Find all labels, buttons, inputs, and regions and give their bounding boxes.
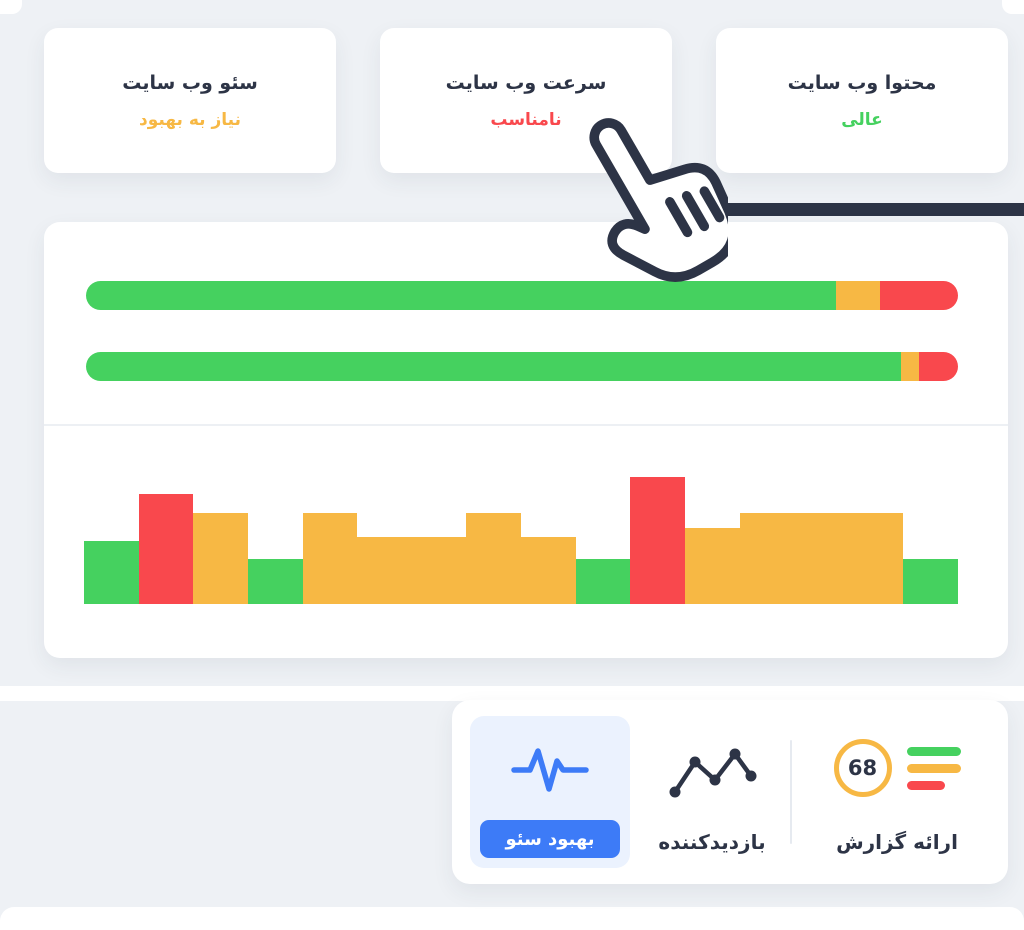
chart-bar [302,513,358,604]
chart-bar [247,559,303,604]
status-card-content[interactable]: محتوا وب سایت عالی [716,28,1008,173]
panel-divider [44,424,1008,426]
chart-bar [794,513,849,604]
chart-bar [84,541,139,604]
status-card-title: سئو وب سایت [122,71,258,94]
progress-segment-good [86,352,902,381]
tab-report[interactable]: 68 ارائه گزارش [792,716,1002,868]
visitors-label: بازدیدکننده [658,830,766,854]
progress-segment-warning [835,281,880,310]
analysis-panel [44,222,1008,658]
tab-seo-improvement[interactable]: بهبود سئو [470,716,630,868]
chart-bar [575,559,631,604]
bottom-nav: بهبود سئو بازدیدکننده 68 ارائه گزارش [452,700,1008,884]
chart-bar [521,537,576,604]
progress-bar-bottom [86,352,958,381]
dot-line-chart-icon [669,748,757,798]
chart-bar [903,559,958,604]
chart-bar [466,513,521,604]
line-orange [906,763,961,773]
background-strip-lower [0,907,1024,930]
tab-visitors[interactable]: بازدیدکننده [644,716,780,868]
status-badge: نیاز به بهبود [139,109,241,130]
report-score-icon: 68 [792,738,1002,798]
progress-segment-bad [918,352,958,381]
chart-bar [357,537,412,604]
chart-bar [138,494,194,604]
status-card-speed[interactable]: سرعت وب سایت نامناسب [380,28,672,173]
chart-bar [411,537,467,604]
pulse-icon [511,748,589,792]
status-card-seo[interactable]: سئو وب سایت نیاز به بهبود [44,28,336,173]
progress-segment-good [86,281,836,310]
score-badge: 68 [833,739,892,797]
status-badge: عالی [841,109,883,130]
progress-segment-bad [879,281,958,310]
report-lines-icon [906,746,961,790]
bg-card-fragment-right [1002,0,1024,14]
chart-bar [848,513,904,604]
status-badge: نامناسب [490,109,562,130]
nav-divider [790,740,792,844]
seo-tab-label[interactable]: بهبود سئو [480,820,620,858]
background-strip-upper [0,686,1024,701]
progress-bar-top [86,281,958,310]
line-green [906,746,961,756]
chart-bar [684,528,740,604]
bg-card-fragment-left [0,0,22,14]
status-card-title: سرعت وب سایت [445,71,607,94]
status-card-title: محتوا وب سایت [787,71,937,94]
chart-bar [630,477,685,604]
progress-segment-warning [901,352,919,381]
line-red [906,780,945,790]
audit-bar-chart [84,477,958,604]
chart-bar [739,513,795,604]
report-label: ارائه گزارش [836,830,958,854]
dark-divider-bar [690,203,1024,216]
chart-bar [193,513,248,604]
